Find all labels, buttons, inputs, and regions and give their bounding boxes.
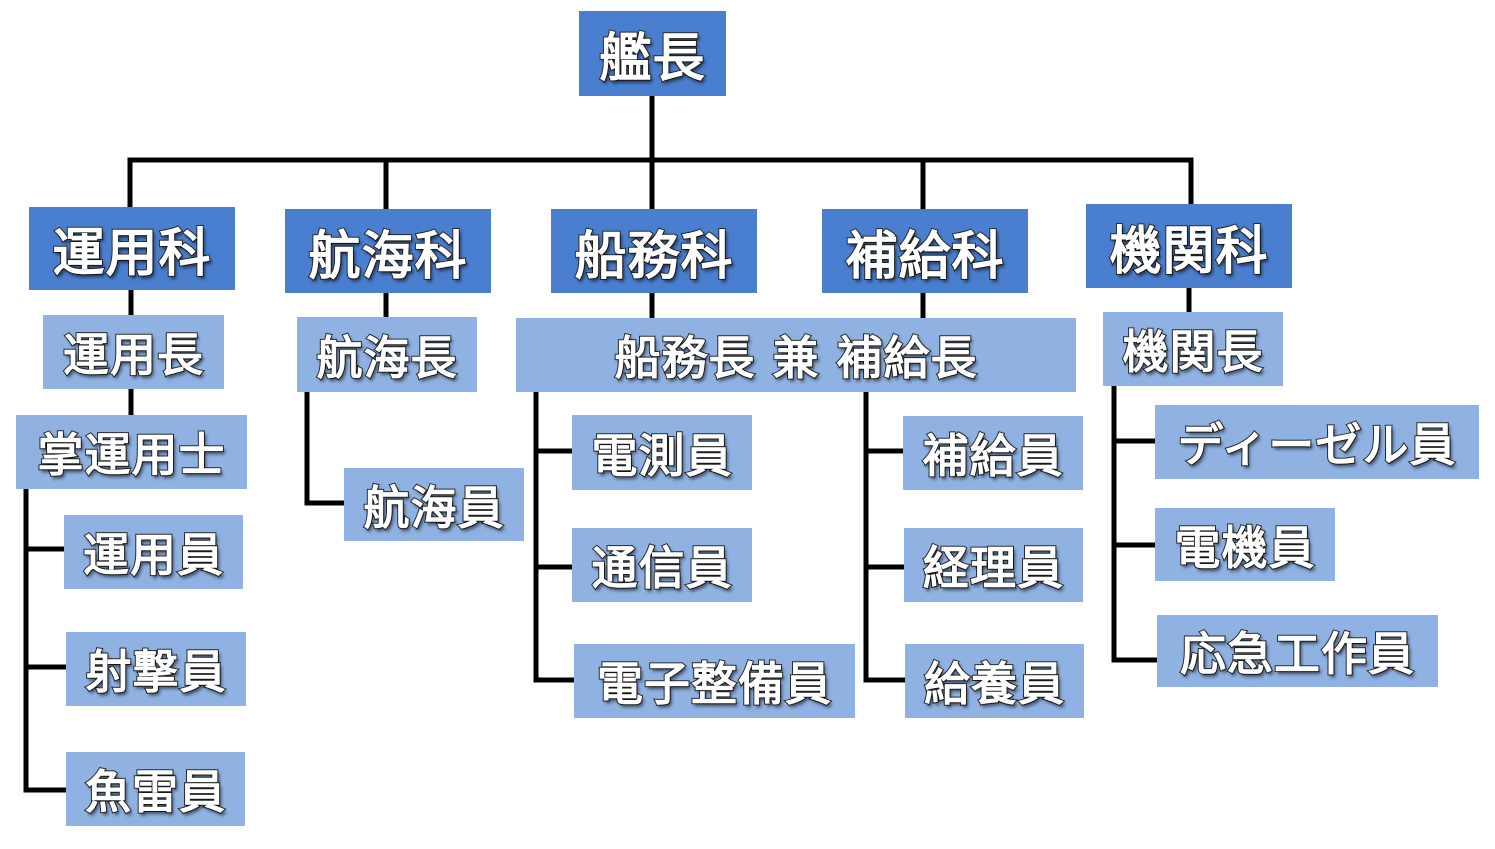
node-member-unyo-3: 魚雷員 [66,752,245,826]
node-dept-kikan: 機関科 [1086,204,1292,288]
node-member-senmu-1: 電測員 [572,415,752,490]
node-member-hokyu-1: 補給員 [903,416,1083,490]
node-member-hokyu-3: 給養員 [905,644,1084,718]
node-member-unyo-1: 運用員 [64,515,243,589]
node-member-hokyu-2: 経理員 [904,528,1083,602]
node-member-unyo-2: 射撃員 [66,632,246,706]
node-member-senmu-2: 通信員 [572,528,752,602]
node-head-kikan: 機関長 [1103,312,1283,386]
node-head-kokai: 航海長 [297,317,477,392]
node-member-kikan-1: ディーゼル員 [1155,405,1479,479]
node-head-unyo: 運用長 [43,315,224,389]
node-member-senmu-3: 電子整備員 [574,644,855,718]
node-member-kikan-3: 応急工作員 [1157,615,1438,687]
node-dept-senmu: 船務科 [551,209,757,293]
node-member-kikan-2: 電機員 [1155,508,1335,581]
node-dept-unyo: 運用科 [29,207,235,290]
node-member-kokai-1: 航海員 [344,468,524,541]
node-dept-hokyu: 補給科 [822,209,1028,293]
node-head-shoun: 掌運用士 [16,415,247,489]
node-head-senmu-hokyu: 船務長 兼 補給長 [516,318,1076,392]
node-captain: 艦長 [579,11,726,96]
node-dept-kokai: 航海科 [285,209,491,293]
